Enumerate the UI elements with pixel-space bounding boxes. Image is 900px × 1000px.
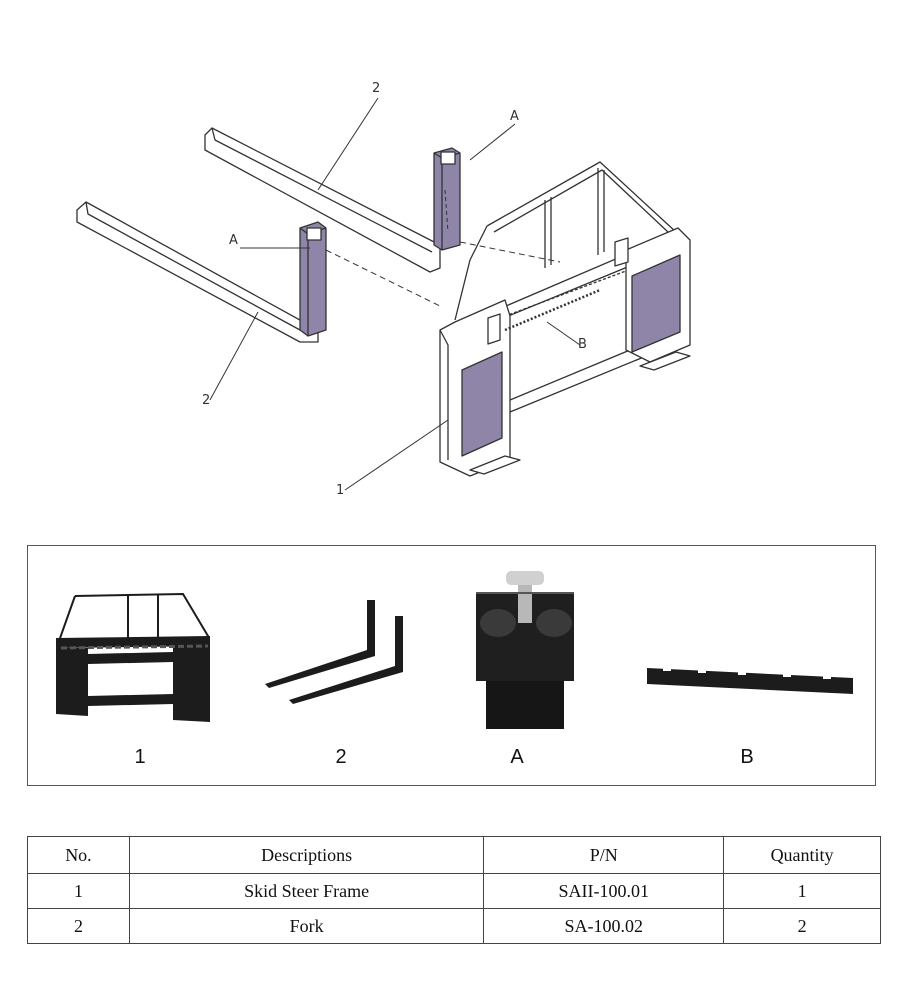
callout-a-left: A [229, 233, 238, 248]
photo-slotted-bar [647, 667, 853, 694]
cell-quantity: 1 [723, 873, 881, 909]
fork-upright-front [299, 221, 327, 337]
photo-label-a: A [510, 746, 524, 768]
table-row: 1 Skid Steer Frame SAII-100.01 1 [27, 873, 881, 909]
callout-2-top: 2 [372, 81, 380, 96]
header-pn: P/N [483, 836, 725, 874]
parts-photo-panel: 1 2 A B [27, 545, 876, 786]
cell-no: 1 [27, 873, 130, 909]
photo-label-2: 2 [335, 746, 347, 768]
exploded-assembly-diagram: 2 A A B 2 1 [76, 81, 691, 498]
cell-no: 2 [27, 908, 130, 944]
header-descriptions: Descriptions [128, 836, 485, 874]
photo-forks [265, 600, 403, 704]
cell-quantity: 2 [723, 908, 881, 944]
callout-1: 1 [336, 483, 344, 498]
callout-a-top: A [510, 109, 519, 124]
cell-description: Fork [128, 908, 485, 944]
fork-back-drawing [204, 127, 441, 273]
header-no: No. [27, 836, 130, 874]
header-quantity: Quantity [723, 836, 881, 874]
photo-label-b: B [740, 746, 754, 768]
cell-pn: SA-100.02 [483, 908, 725, 944]
table-header-row: No. Descriptions P/N Quantity [27, 836, 881, 874]
photo-label-1: 1 [134, 746, 146, 768]
photo-fork-hanger [476, 571, 574, 729]
callout-b: B [578, 337, 587, 352]
fork-front-drawing [76, 201, 319, 343]
callout-2-bottom: 2 [202, 393, 210, 408]
fork-upright-back [433, 147, 461, 251]
parts-list-table: No. Descriptions P/N Quantity 1 Skid Ste… [27, 836, 881, 944]
photo-skid-steer-frame [56, 592, 210, 722]
table-row: 2 Fork SA-100.02 2 [27, 908, 881, 944]
cell-description: Skid Steer Frame [128, 873, 485, 909]
skid-steer-frame-drawing [439, 161, 691, 477]
cell-pn: SAII-100.01 [483, 873, 725, 909]
